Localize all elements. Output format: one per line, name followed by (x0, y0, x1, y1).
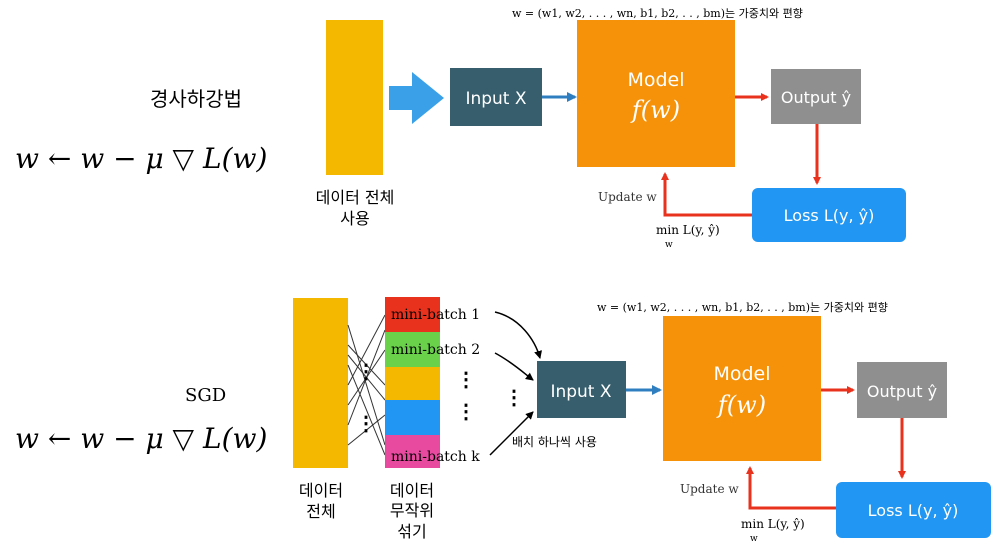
sgd-batch-green (385, 332, 440, 367)
sgd-model-func: f(w) (716, 391, 766, 419)
sgd-batch-1-arrow (494, 311, 542, 359)
gd-min-label: min L(y, ŷ) (656, 223, 720, 237)
sgd-dots-shuffle-1: ⋮ (356, 359, 376, 383)
sgd-dots-batches-1: ⋮ (456, 367, 476, 391)
sgd-weights-note: w = (w1, w2, . . . , wn, b1, b2, . . , b… (597, 301, 888, 314)
sgd-shuffle-label-3: 섞기 (397, 522, 426, 541)
sgd-batch-2-label: mini-batch 2 (391, 342, 480, 358)
sgd-data-block (293, 298, 348, 468)
gd-big-arrow (389, 72, 444, 124)
sgd-formula: w ← w − μ ▽ L(w) (15, 422, 267, 455)
sgd-title: SGD (185, 385, 226, 406)
sgd-dots-input: ⋮ (504, 385, 524, 409)
sgd-data-label-2: 전체 (306, 502, 335, 521)
sgd-batch-k-label: mini-batch k (391, 449, 480, 465)
sgd-batch-red (385, 297, 440, 332)
sgd-batch-1-label: mini-batch 1 (391, 307, 480, 323)
sgd-loss-box (836, 482, 991, 538)
gd-feedback-arrow (661, 172, 752, 217)
sgd-data-label-1: 데이터 (299, 481, 343, 500)
gd-min-sub: w (665, 240, 673, 250)
sgd-shuffle-label-2: 무작위 (390, 501, 434, 520)
gd-input-box (450, 68, 542, 126)
sgd-input-label: Input X (550, 382, 611, 402)
sgd-batch-yellow (385, 367, 440, 400)
sgd-model-label: Model (713, 363, 770, 385)
sgd-output-label: Output ŷ (867, 382, 937, 401)
gd-update-label: Update w (598, 190, 657, 204)
sgd-update-label: Update w (680, 482, 739, 496)
gd-model-label: Model (627, 69, 684, 91)
sgd-shuffle-lines (347, 314, 386, 456)
sgd-input-box (537, 361, 626, 418)
sgd-feedback-arrow (746, 466, 836, 510)
sgd-shuffle-label-1: 데이터 (390, 481, 434, 500)
gd-output-box (771, 69, 861, 124)
gd-data-block (326, 20, 383, 175)
gd-title: 경사하강법 (150, 87, 242, 111)
gd-data-label-2: 사용 (340, 209, 369, 228)
gd-loss-label: Loss L(y, ŷ) (784, 206, 875, 225)
gd-model-box (577, 20, 735, 167)
gd-model-func: f(w) (630, 96, 680, 124)
sgd-batch-k-arrow (489, 411, 534, 456)
sgd-min-sub: w (750, 534, 758, 544)
sgd-dots-shuffle-2: ⋮ (356, 411, 376, 435)
sgd-model-box (663, 316, 821, 461)
sgd-batch-2-arrow (494, 352, 534, 381)
sgd-output-box (857, 362, 947, 418)
sgd-loss-label: Loss L(y, ŷ) (868, 501, 959, 520)
gd-output-label: Output ŷ (781, 88, 851, 107)
sgd-min-label: min L(y, ŷ) (741, 517, 805, 531)
gd-input-label: Input X (465, 89, 526, 109)
sgd-batch-pink (385, 435, 440, 468)
gd-data-label-1: 데이터 전체 (316, 188, 395, 207)
sgd-batch-note: 배치 하나씩 사용 (512, 435, 597, 449)
gd-weights-note: w = (w1, w2, . . . , wn, b1, b2, . . , b… (512, 7, 803, 20)
sgd-batch-blue (385, 400, 440, 435)
gd-formula: w ← w − μ ▽ L(w) (15, 142, 267, 175)
gd-loss-box (752, 188, 906, 242)
sgd-dots-batches-2: ⋮ (456, 399, 476, 423)
